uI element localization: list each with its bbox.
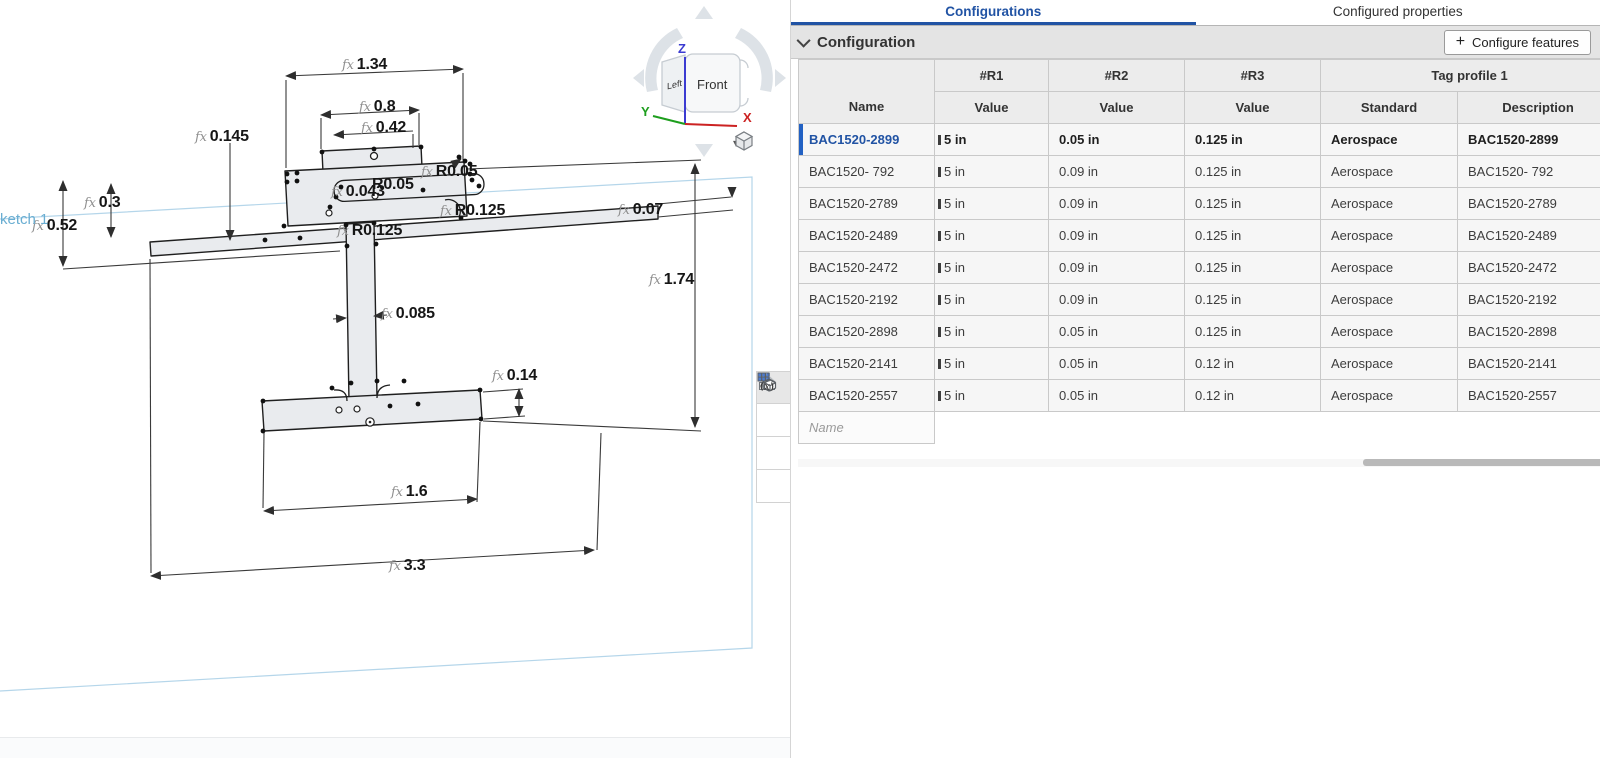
column-subheader-standard: Standard [1320, 91, 1458, 124]
new-row-empty-space [935, 412, 1600, 444]
table-row[interactable]: BAC1520-2557 5 in 0.05 in 0.12 in Aerosp… [798, 379, 1600, 412]
fx-icon: fx [389, 559, 401, 574]
fx-icon: fx [342, 58, 354, 73]
fx-icon: fx [440, 204, 452, 219]
origin-point-icon[interactable] [365, 417, 375, 427]
configuration-table: Name #R1 #R2 #R3 Tag profile 1 Value Val… [798, 59, 1600, 444]
fx-icon: fx [359, 100, 371, 115]
fx-icon: fx [381, 307, 393, 322]
column-subheader-value: Value [1184, 91, 1321, 124]
fx-icon: fx [331, 185, 343, 200]
fx-icon: fx [421, 165, 433, 180]
sketch-entities[interactable] [333, 151, 485, 402]
cube-icon [734, 131, 754, 151]
canvas-bottom-strip [0, 737, 790, 758]
configuration-section-header: Configuration + Configure features [791, 26, 1600, 59]
table-header: Name #R1 #R2 #R3 Tag profile 1 Value Val… [798, 59, 1600, 124]
new-configuration-row[interactable]: Name [798, 411, 1600, 444]
column-subheader-value: Value [1048, 91, 1185, 124]
configuration-panel: Configurations Configured properties Con… [790, 0, 1600, 758]
cube-faces [661, 53, 749, 113]
fx-icon: fx [618, 203, 630, 218]
plus-icon: + [1455, 33, 1466, 50]
dimension-lines [58, 64, 737, 580]
fx-icon: fx [32, 219, 44, 234]
sketch-midpoints[interactable] [325, 192, 379, 414]
view-rotate-arrows[interactable] [633, 6, 786, 157]
chevron-down-icon[interactable] [796, 33, 811, 48]
column-subheader-description: Description [1456, 91, 1600, 124]
table-row[interactable]: BAC1520- 792 5 in 0.09 in 0.125 in Aeros… [798, 155, 1600, 188]
table-row[interactable]: BAC1520-2141 5 in 0.05 in 0.12 in Aerosp… [798, 347, 1600, 380]
configure-features-button[interactable]: + Configure features [1443, 29, 1591, 55]
ibeam-profile[interactable] [149, 145, 659, 432]
fx-icon: fx [391, 485, 403, 500]
fx-icon: fx [195, 130, 207, 145]
panel-tabs-toolbar: x [756, 371, 790, 503]
tab-configured-properties[interactable]: Configured properties [1332, 4, 1463, 19]
column-header-r1: #R1 [934, 59, 1049, 92]
column-header-r3: #R3 [1184, 59, 1321, 92]
configuration-table-wrap: Name #R1 #R2 #R3 Tag profile 1 Value Val… [798, 59, 1600, 444]
variable-table-icon: x [757, 372, 774, 393]
axis-z-label: Z [678, 41, 686, 56]
config-table-body: BAC1520-2899 5 in 0.05 in 0.125 in Aeros… [798, 123, 1600, 412]
table-row[interactable]: BAC1520-2192 5 in 0.09 in 0.125 in Aeros… [798, 283, 1600, 316]
section-title: Configuration [817, 33, 916, 51]
dimension-label[interactable]: R0.05 [372, 176, 414, 193]
table-row[interactable]: BAC1520-2489 5 in 0.09 in 0.125 in Aeros… [798, 219, 1600, 252]
horizontal-scrollbar [798, 459, 1600, 467]
tab-configurations[interactable]: Configurations [791, 0, 1196, 25]
column-header-r2: #R2 [1048, 59, 1185, 92]
cube-front-label: Front [697, 77, 728, 92]
fx-icon: fx [361, 121, 373, 136]
sketch-svg [0, 64, 753, 692]
column-subheader-value: Value [934, 91, 1049, 124]
fx-icon: fx [649, 273, 661, 288]
view-options-menu[interactable]: ▾ [733, 130, 785, 156]
table-row[interactable]: BAC1520-2789 5 in 0.09 in 0.125 in Aeros… [798, 187, 1600, 220]
table-row[interactable]: BAC1520-2899 5 in 0.05 in 0.125 in Aeros… [798, 123, 1600, 156]
table-row[interactable]: BAC1520-2472 5 in 0.09 in 0.125 in Aeros… [798, 251, 1600, 284]
column-header-tag-profile: Tag profile 1 [1319, 59, 1600, 92]
configured-features-panel-button[interactable] [756, 372, 790, 470]
table-row[interactable]: BAC1520-2898 5 in 0.05 in 0.125 in Aeros… [798, 315, 1600, 348]
scrollbar-thumb[interactable] [1363, 459, 1600, 466]
view-cube[interactable]: Z Y X Left Front [625, 0, 790, 165]
svg-text:x: x [764, 380, 771, 393]
axis-triad [652, 57, 738, 127]
fx-icon: fx [337, 224, 349, 239]
new-row-name-input[interactable]: Name [798, 411, 935, 444]
column-header-name: Name [798, 59, 935, 124]
sketch-plane-outline [0, 176, 753, 692]
axis-x-label: X [743, 110, 752, 125]
configured-parts-panel-button[interactable] [756, 373, 790, 437]
variables-panel-button[interactable]: x [756, 372, 790, 503]
panel-tab-bar: Configurations Configured properties [791, 0, 1600, 26]
sketch-points[interactable] [260, 144, 484, 434]
fx-icon: fx [84, 196, 96, 211]
cube-left-label: Left [667, 78, 682, 92]
sketch-name-label[interactable]: ketch 1 [0, 211, 49, 228]
axis-y-label: Y [641, 104, 650, 119]
fx-icon: fx [492, 369, 504, 384]
